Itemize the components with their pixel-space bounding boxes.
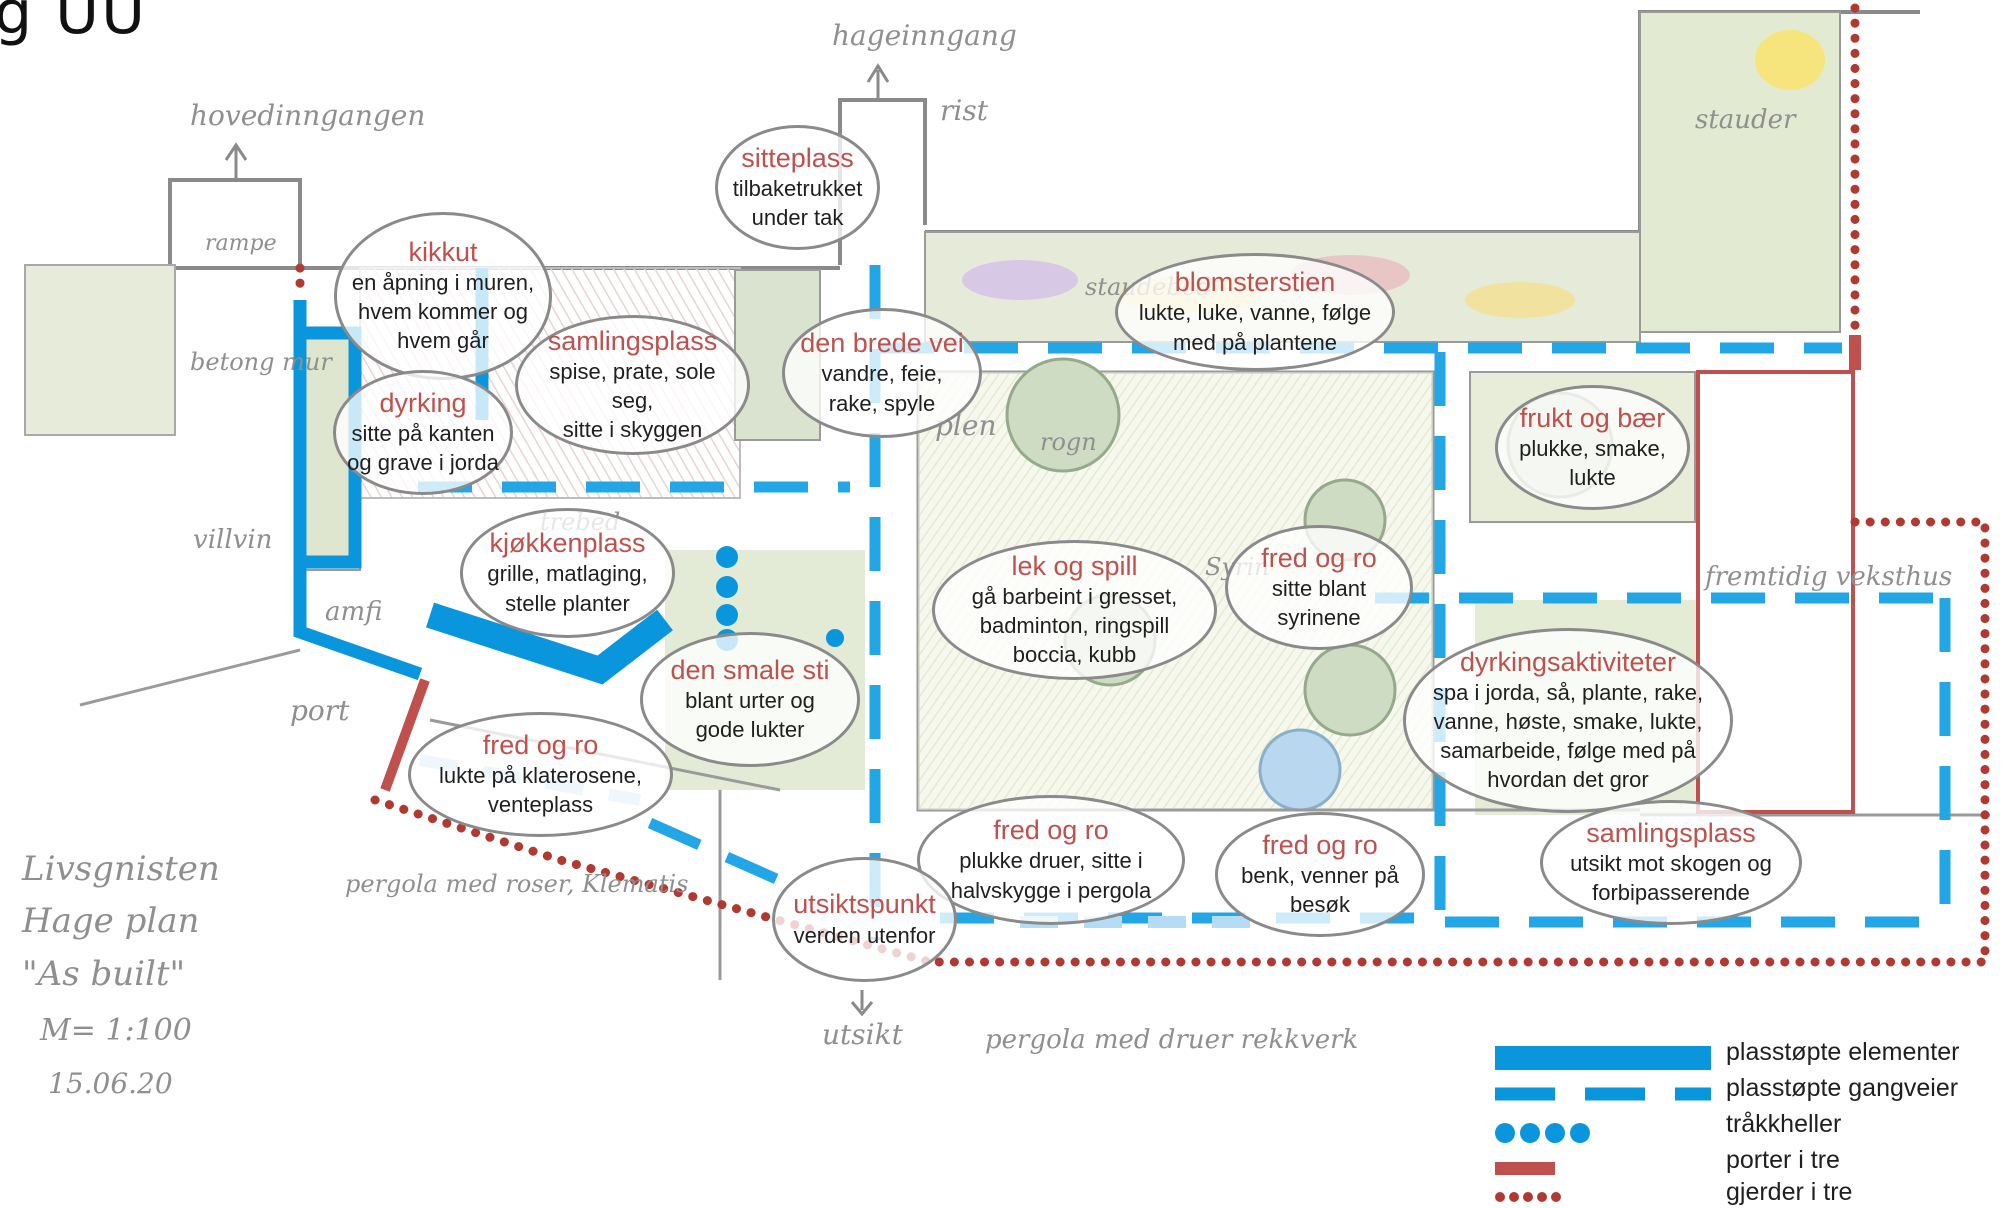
zone-bubble: dyrking sitte på kanten og grave i jorda — [333, 370, 513, 495]
zone-bubble: fred og ro lukte på klaterosene, ventepl… — [408, 712, 673, 837]
zone-description: plukke druer, sitte i halvskygge i pergo… — [950, 848, 1152, 903]
legend-label: tråkkheller — [1726, 1110, 1842, 1138]
plan-note: Livsgnisten Hage plan "As built" M= 1:10… — [21, 849, 220, 1100]
label-rogn: rogn — [1040, 428, 1097, 456]
zone-bubble: fred og ro sitte blant syrinene — [1225, 525, 1413, 650]
legend-blue-dots — [1495, 1123, 1590, 1143]
zone-description: plukke, smake, lukte — [1519, 435, 1666, 491]
label-stauder: stauder — [1695, 105, 1797, 135]
label-hageinngang: hageinngang — [832, 19, 1017, 52]
legend-label: porter i tre — [1726, 1146, 1840, 1174]
zone-bubble: sitteplass tilbaketrukket under tak — [715, 125, 880, 250]
zone-description: en åpning i muren, hvem kommer og hvem g… — [351, 269, 535, 354]
zone-description: gå barbeint i gresset, badminton, ringsp… — [971, 583, 1178, 668]
zone-title: samlingsplass — [1586, 817, 1756, 848]
zone-description: sitte blant syrinene — [1271, 575, 1367, 631]
label-utsikt: utsikt — [822, 1018, 904, 1051]
zone-bubble: fred og ro plukke druer, sitte i halvsky… — [917, 795, 1185, 925]
wooden-gates — [380, 335, 1861, 814]
label-rist: rist — [940, 94, 989, 127]
zone-title: fred og ro — [1262, 829, 1378, 860]
plan-note-line: Livsgnisten — [21, 849, 220, 889]
legend-red-dots — [1495, 1192, 1561, 1202]
plan-note-line: 15.06.20 — [48, 1067, 173, 1100]
zone-description: benk, venner på besøk — [1241, 862, 1399, 918]
zone-description: lukte, luke, vanne, følge med på planten… — [1138, 300, 1372, 355]
zone-title: kikkut — [408, 236, 478, 267]
label-villvin: villvin — [193, 525, 272, 555]
label-amfi: amfi — [325, 597, 383, 627]
legend-red-bar — [1495, 1162, 1555, 1175]
zone-bubble: den smale sti blant urter og gode lukter — [640, 632, 860, 767]
legend-solid-blue-bar — [1495, 1046, 1711, 1070]
plan-note-line: M= 1:100 — [39, 1013, 192, 1048]
zone-bubble: samlingsplass utsikt mot skogen og forbi… — [1540, 800, 1802, 925]
zone-description: vandre, feie, rake, spyle — [821, 361, 943, 416]
legend-item: tråkkheller — [1490, 1108, 2000, 1144]
legend-item: plasstøpte gangveier — [1490, 1072, 2000, 1108]
zone-title: fred og ro — [482, 729, 599, 760]
zone-title: utsiktspunkt — [793, 889, 936, 920]
label-betong-mur: betong mur — [190, 348, 333, 376]
zone-description: grille, matlaging, stelle planter — [487, 561, 648, 616]
entrance-arrows — [224, 63, 890, 1017]
zone-bubble: den brede vei vandre, feie, rake, spyle — [782, 308, 982, 438]
zone-bubble: kjøkkenplass grille, matlaging, stelle p… — [460, 508, 675, 638]
zone-title: kjøkkenplass — [489, 528, 646, 559]
zone-description: tilbaketrukket under tak — [732, 175, 863, 231]
zone-title: fred og ro — [1261, 542, 1377, 573]
label-fremtidig-veksthus: fremtidig veksthus — [1703, 562, 1952, 592]
plan-note-line: "As built" — [22, 954, 185, 994]
zone-bubble: frukt og bær plukke, smake, lukte — [1495, 385, 1690, 510]
legend-item: plasstøpte elementer — [1490, 1036, 2000, 1072]
zone-title: lek og spill — [1011, 550, 1138, 581]
zone-bubble: utsiktspunkt verden utenfor — [772, 857, 957, 982]
legend-symbols — [1495, 1046, 1711, 1202]
legend: plasstøpte elementer plasstøpte gangveie… — [1490, 1036, 2000, 1208]
label-port: port — [290, 694, 350, 727]
legend-item: gjerder i tre — [1490, 1176, 2000, 1208]
zone-description: lukte på klaterosene, venteplass — [438, 762, 643, 818]
plan-note-line: Hage plan — [21, 901, 199, 941]
title-fragment: g UU — [0, 0, 147, 48]
zone-title: den smale sti — [670, 654, 830, 685]
zone-bubble: dyrkingsaktiviteter spa i jorda, så, pla… — [1403, 628, 1733, 813]
zone-bubble: lek og spill gå barbeint i gresset, badm… — [932, 540, 1217, 680]
zone-description: blant urter og gode lukter — [685, 687, 815, 743]
zone-bubble: kikkut en åpning i muren, hvem kommer og… — [334, 212, 552, 380]
label-pergola-druer: pergola med druer rekkverk — [985, 1025, 1358, 1055]
zone-bubble: blomsterstien lukte, luke, vanne, følge … — [1115, 253, 1395, 371]
label-rampe: rampe — [205, 231, 277, 256]
zone-title: dyrkingsaktiviteter — [1459, 646, 1677, 677]
zone-title: samlingsplass — [547, 325, 718, 356]
zone-description: verden utenfor — [793, 922, 936, 948]
zone-title: sitteplass — [741, 142, 854, 173]
zone-title: frukt og bær — [1519, 402, 1666, 433]
zone-title: den brede vei — [800, 328, 964, 359]
legend-label: plasstøpte gangveier — [1726, 1074, 1959, 1102]
legend-item: porter i tre — [1490, 1144, 2000, 1176]
legend-label: plasstøpte elementer — [1726, 1038, 1960, 1066]
legend-label: gjerder i tre — [1726, 1178, 1853, 1206]
zone-description: spise, prate, sole seg, sitte i skyggen — [549, 358, 716, 443]
label-hovedinngangen: hovedinngangen — [190, 99, 425, 132]
label-pergola-roser: pergola med roser, Klematis — [345, 870, 688, 898]
zone-title: fred og ro — [993, 815, 1109, 846]
zone-title: blomsterstien — [1174, 267, 1336, 298]
zone-bubble: samlingsplass spise, prate, sole seg, si… — [515, 315, 750, 455]
zone-bubble: fred og ro benk, venner på besøk — [1215, 812, 1425, 937]
zone-description: spa i jorda, så, plante, rake, vanne, hø… — [1432, 679, 1704, 793]
zone-description: sitte på kanten og grave i jorda — [347, 420, 499, 476]
zone-description: utsikt mot skogen og forbipasserende — [1570, 850, 1772, 906]
zone-title: dyrking — [379, 387, 467, 418]
